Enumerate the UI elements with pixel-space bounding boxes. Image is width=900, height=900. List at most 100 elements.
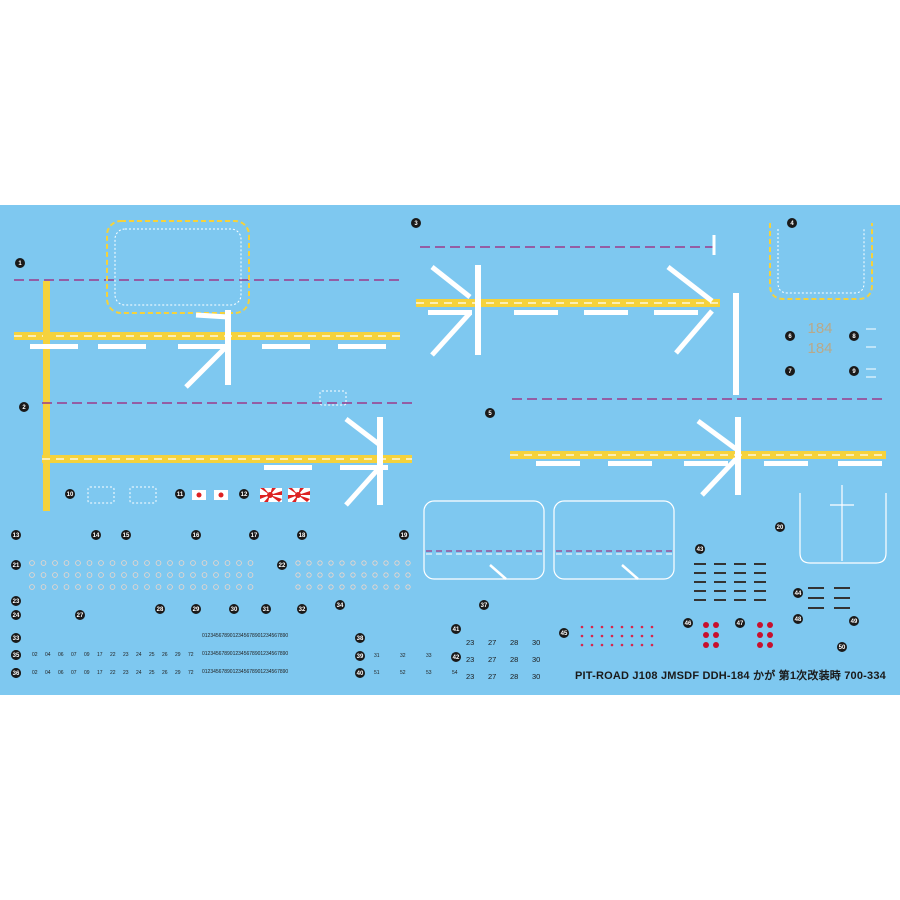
circle-decal <box>372 572 378 578</box>
decal-number-badge: 48 <box>793 614 803 624</box>
red-dot-decal <box>630 625 634 629</box>
tiny-marking <box>694 599 706 601</box>
decal-number-label: 48 <box>795 617 802 623</box>
circle-decal <box>132 572 139 578</box>
number-strip-cell: 09 <box>84 670 90 676</box>
number-strip-cell: 24 <box>136 670 142 676</box>
sheet-title: PIT-ROAD J108 JMSDF DDH-184 かが 第1次改装時 70… <box>575 670 886 682</box>
decal-number-badge: 22 <box>277 560 287 570</box>
small-number: 32 <box>400 653 406 659</box>
spot-number: 23 <box>466 655 474 664</box>
number-strip-cell: 22 <box>110 652 116 658</box>
number-strip-cell: 06 <box>58 652 64 658</box>
circle-decal <box>405 560 411 566</box>
circle-decal <box>29 572 35 578</box>
circle-decal <box>63 572 70 578</box>
circle-decal <box>394 584 400 590</box>
red-dot-decal <box>580 634 584 638</box>
circle-decal <box>109 584 116 590</box>
decal-number-badge: 38 <box>355 633 365 643</box>
decal-number-label: 1 <box>18 261 22 267</box>
circle-decal <box>361 572 367 578</box>
circle-decal <box>236 560 242 566</box>
tiny-marking <box>808 607 824 609</box>
circle-decal <box>132 560 139 566</box>
circle-decal <box>121 584 127 590</box>
circle-decal <box>155 560 162 566</box>
circle-decal <box>155 572 162 578</box>
red-dot-decal <box>650 625 654 629</box>
circle-decal <box>201 572 208 578</box>
red-dot-decal <box>610 643 614 647</box>
decal-number-badge: 3 <box>411 218 421 228</box>
spot-number: 23 <box>466 638 474 647</box>
circle-decal <box>350 560 356 566</box>
decal-number-badge: 36 <box>11 668 21 678</box>
misc-decals-row <box>87 486 310 504</box>
decal-number-label: 37 <box>481 603 488 609</box>
decal-number-badge: 50 <box>837 642 847 652</box>
decal-number-badge: 31 <box>261 604 271 614</box>
decal-sheet: 184 184 <box>0 205 900 695</box>
spot-number: 27 <box>488 672 496 681</box>
decal-number-badge: 10 <box>65 489 75 499</box>
number-strip-cell: 09 <box>84 652 90 658</box>
rising-sun-flag-icon <box>288 488 310 502</box>
decal-number-badge: 28 <box>155 604 165 614</box>
circle-decal <box>383 584 389 590</box>
decal-number-badge: 2 <box>19 402 29 412</box>
circle-decal <box>350 584 356 590</box>
tiny-marking <box>734 581 746 583</box>
decal-number-badge: 30 <box>229 604 239 614</box>
decal-number-label: 40 <box>357 671 364 677</box>
decal-number-label: 23 <box>13 599 20 605</box>
decal-number-badge: 14 <box>91 530 101 540</box>
circle-decal <box>201 560 208 566</box>
circle-decal <box>317 572 323 578</box>
circle-decal <box>109 572 116 578</box>
number-strip-cell: 72 <box>188 652 194 658</box>
red-dot-decal <box>600 634 604 638</box>
red-dot-decal <box>620 643 624 647</box>
circle-decal <box>306 572 312 578</box>
circle-decal <box>121 560 127 566</box>
circle-decal <box>295 572 301 578</box>
decal-number-label: 49 <box>851 619 858 625</box>
circle-decal <box>361 584 367 590</box>
circle-decal <box>372 584 378 590</box>
spot-number: 30 <box>532 655 540 664</box>
circle-decal <box>236 572 242 578</box>
decal-number-badge: 8 <box>849 331 859 341</box>
number-strip-cell: 02 <box>32 652 38 658</box>
tiny-marking <box>834 597 850 599</box>
decal-number-badge: 20 <box>775 522 785 532</box>
red-dot-decal <box>630 643 634 647</box>
decal-number-badge: 6 <box>785 331 795 341</box>
decal-number-label: 28 <box>157 607 164 613</box>
red-dot-decal <box>650 643 654 647</box>
circle-decal <box>132 584 139 590</box>
tiny-marking <box>714 590 726 592</box>
red-dot-decal <box>600 643 604 647</box>
decal-number-badge: 12 <box>239 489 249 499</box>
number-strip-cell: 26 <box>162 670 168 676</box>
tiny-marking-rows <box>694 563 850 609</box>
circle-decal <box>86 560 93 566</box>
decal-number-label: 14 <box>93 533 100 539</box>
circle-decal <box>98 584 104 590</box>
circle-decal <box>213 560 219 566</box>
circle-decal <box>383 560 389 566</box>
decal-number-label: 7 <box>788 369 792 375</box>
circle-decal <box>29 560 35 566</box>
decal-number-label: 22 <box>279 563 286 569</box>
decal-number-badge: 41 <box>451 624 461 634</box>
decal-number-label: 6 <box>788 334 792 340</box>
flight-deck-decal-5 <box>510 398 886 497</box>
decal-number-label: 16 <box>193 533 200 539</box>
circle-decal <box>383 572 389 578</box>
circle-decal <box>178 560 185 566</box>
decal-number-label: 17 <box>251 533 258 539</box>
tiny-marking <box>714 581 726 583</box>
red-dot-decal <box>620 625 624 629</box>
